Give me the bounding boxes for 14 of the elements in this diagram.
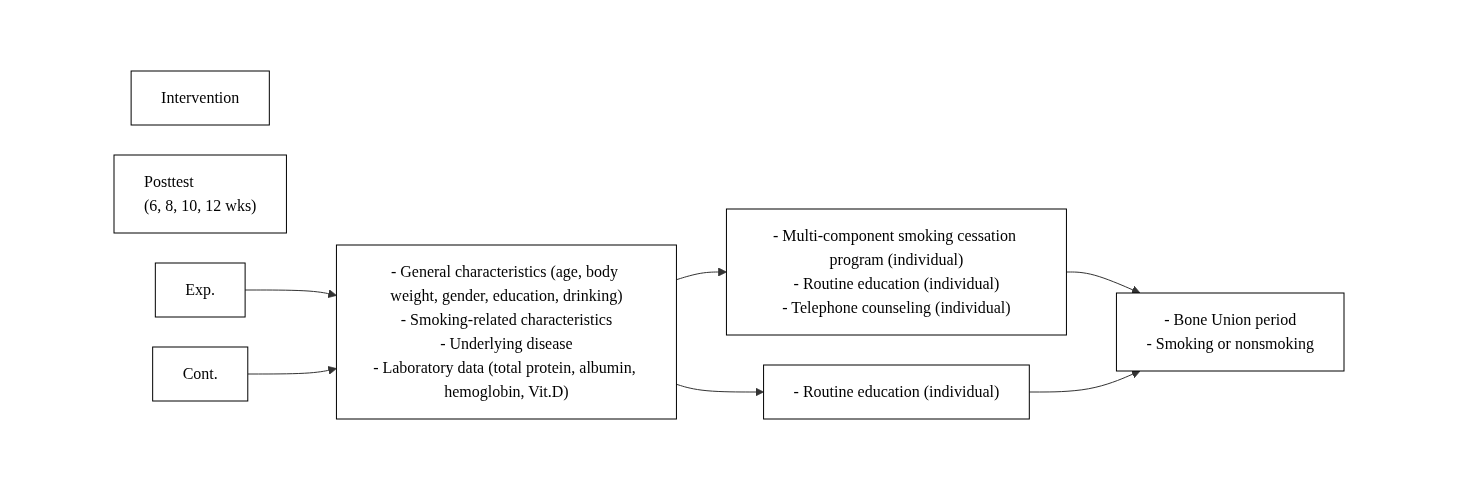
arrow bbox=[675, 383, 764, 396]
arrow bbox=[244, 288, 337, 298]
node-box: Exp. bbox=[154, 262, 246, 317]
node-box: Cont. bbox=[151, 346, 248, 401]
node-box: Posttest (6, 8, 10, 12 wks) bbox=[113, 154, 287, 233]
arrow bbox=[1028, 369, 1140, 392]
arrow bbox=[1065, 271, 1140, 294]
node-box: Intervention bbox=[130, 70, 270, 125]
node-box: - Routine education (individual) bbox=[762, 364, 1030, 419]
node-box: - General characteristics (age, body weight, gender, education, drinking) - Smoking-related characteristics - Underlying disease - Laboratory data (total protein, albumin, hemoglobin, Vit.D) bbox=[335, 244, 677, 419]
arrow bbox=[675, 267, 727, 280]
arrow bbox=[246, 365, 337, 375]
node-box: - Bone Union period - Smoking or nonsmoking bbox=[1115, 292, 1344, 371]
node-box: - Multi-component smoking cessation program (individual) - Routine education (individual) - Telephone counseling (individual) bbox=[725, 208, 1067, 335]
